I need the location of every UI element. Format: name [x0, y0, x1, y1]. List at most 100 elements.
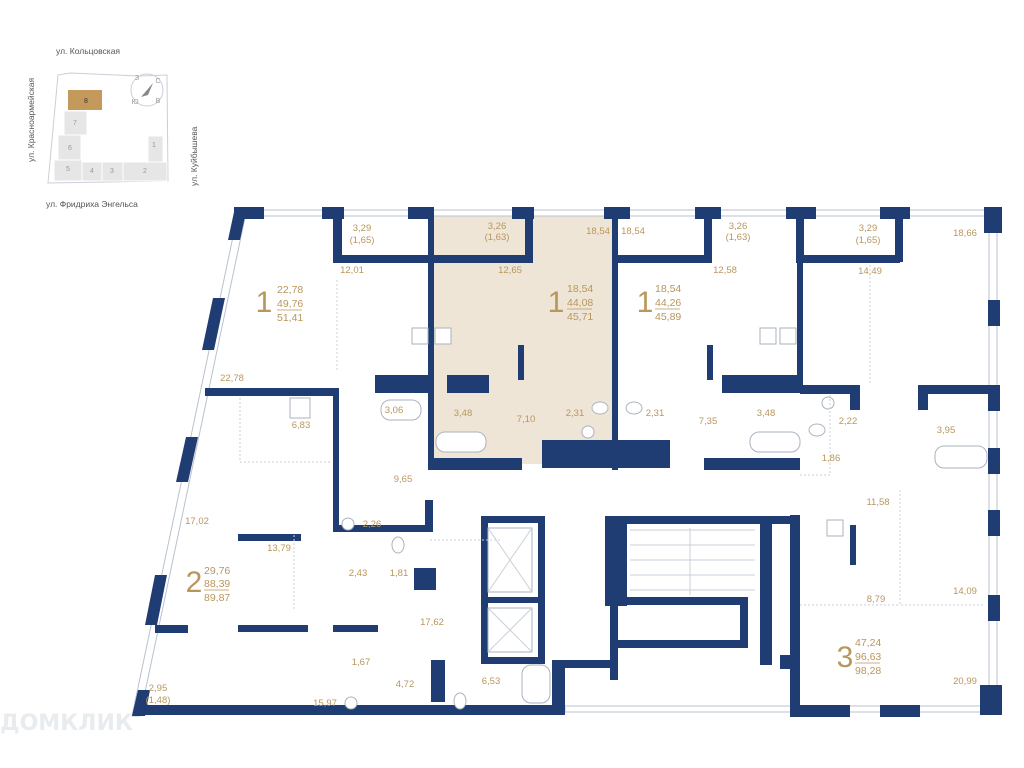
building-8[interactable]: [68, 90, 102, 110]
apartment-total-area: 88,39: [204, 578, 230, 590]
room-area: 2,95: [149, 683, 168, 694]
room-area: 11,58: [866, 497, 889, 508]
room-area: 6,83: [292, 420, 311, 431]
washer-icon: [821, 396, 835, 410]
apartment-total-with-balcony: 45,71: [567, 311, 593, 323]
room-area: 2,26: [363, 519, 382, 530]
room-area: 20,99: [953, 676, 977, 687]
washer-icon: [581, 425, 595, 439]
stove-icon: [289, 397, 311, 419]
apartment-3[interactable]: 1 18,54 44,26 45,89: [637, 283, 682, 323]
apartment-living-area: 47,24: [855, 637, 881, 649]
room-area: 14,49: [858, 266, 882, 277]
room-area: 2,31: [566, 408, 585, 419]
compass-south: Ю: [131, 99, 138, 106]
room-area: 3,29: [353, 223, 372, 234]
room-area: 8,79: [867, 594, 886, 605]
apartment-total-area: 49,76: [277, 298, 303, 310]
room-area: 1,67: [352, 657, 371, 668]
room-area: 17,02: [185, 516, 209, 527]
washer-icon: [341, 517, 355, 531]
room-labels: 3,29 (1,65) 12,01 22,78 3,06 9,65 6,83 3…: [146, 221, 977, 709]
building-8-label: 8: [84, 98, 88, 105]
compass-icon: З С Ю В: [130, 73, 164, 107]
apartment-rooms: 2: [186, 566, 203, 599]
stove-icon: [434, 327, 452, 345]
apartment-living-area: 22,78: [277, 284, 303, 296]
building-5-label: 5: [66, 166, 70, 173]
apartment-total-with-balcony: 89,87: [204, 592, 230, 604]
site-plan: ул. Кольцовская ул. Красноармейская ул. …: [26, 46, 199, 209]
apartment-total-area: 44,08: [567, 297, 593, 309]
apartment-total-area: 96,63: [855, 651, 881, 663]
room-area: 3,48: [757, 408, 776, 419]
toilet-icon: [391, 536, 405, 554]
bathtub-icon: [934, 445, 988, 469]
street-south: ул. Фридриха Энгельса: [46, 199, 138, 209]
stove-icon: [779, 327, 797, 345]
building-4-label: 4: [90, 168, 94, 175]
bathtub-icon: [435, 431, 487, 453]
building-7-label: 7: [73, 120, 77, 127]
room-area: 4,72: [396, 679, 415, 690]
compass-north: С: [155, 78, 160, 85]
building-3-label: 3: [110, 168, 114, 175]
stove-icon: [826, 519, 844, 537]
room-area: (1,63): [726, 232, 751, 243]
apartment-rooms: 1: [256, 286, 273, 319]
room-area: 3,26: [729, 221, 748, 232]
room-area: 2,31: [646, 408, 665, 419]
room-area: 3,26: [488, 221, 507, 232]
bathtub-icon: [521, 664, 551, 704]
apartment-total-with-balcony: 98,28: [855, 665, 881, 677]
toilet-icon: [625, 401, 643, 415]
room-area: 1,86: [822, 453, 841, 464]
apartment-1[interactable]: 1 22,78 49,76 51,41: [256, 284, 304, 324]
apartment-living-area: 18,54: [567, 283, 593, 295]
apartment-total-with-balcony: 51,41: [277, 312, 303, 324]
building-1[interactable]: [147, 135, 164, 163]
room-area: 2,22: [839, 416, 858, 427]
room-area: 12,58: [713, 265, 737, 276]
building-2[interactable]: [122, 161, 168, 182]
room-area: (1,65): [856, 235, 881, 246]
room-area: 14,09: [953, 586, 977, 597]
room-area: 3,29: [859, 223, 878, 234]
apartment-2-selected[interactable]: 1 18,54 44,08 45,71: [548, 283, 594, 323]
room-area: 18,66: [953, 228, 977, 239]
room-area: 6,53: [482, 676, 501, 687]
building-2-label: 2: [143, 168, 147, 175]
apartment-total-area: 44,26: [655, 297, 681, 309]
room-area: 17,62: [420, 617, 444, 628]
room-area: 13,79: [267, 543, 291, 554]
room-area: (1,63): [485, 232, 510, 243]
apartment-rooms: 1: [548, 286, 565, 319]
room-area: (1,65): [350, 235, 375, 246]
apartment-4[interactable]: 2 29,76 88,39 89,87: [186, 565, 231, 604]
room-area: 7,35: [699, 416, 718, 427]
apartment-5[interactable]: 3 47,24 96,63 98,28: [837, 637, 882, 677]
street-west: ул. Красноармейская: [26, 78, 36, 162]
walls: [132, 207, 1002, 717]
apartment-living-area: 29,76: [204, 565, 230, 577]
apartment-rooms: 1: [637, 286, 654, 319]
building-6-label: 6: [68, 145, 72, 152]
stove-icon: [759, 327, 777, 345]
room-area: 3,48: [454, 408, 473, 419]
washer-icon: [344, 696, 358, 710]
room-area: 12,01: [340, 265, 364, 276]
apartment-total-with-balcony: 45,89: [655, 311, 681, 323]
room-area: 3,95: [937, 425, 956, 436]
room-area: 12,65: [498, 265, 522, 276]
watermark-logo: ДОМКЛИК: [0, 711, 133, 736]
fixtures: [239, 265, 988, 710]
stairs-icon: [630, 528, 755, 595]
room-area: 9,65: [394, 474, 413, 485]
room-area: 1,81: [390, 568, 409, 579]
room-area: 3,06: [385, 405, 404, 416]
compass-east: В: [156, 98, 161, 105]
room-area: 18,54: [586, 226, 610, 237]
toilet-icon: [591, 401, 609, 415]
street-north: ул. Кольцовская: [56, 46, 120, 56]
